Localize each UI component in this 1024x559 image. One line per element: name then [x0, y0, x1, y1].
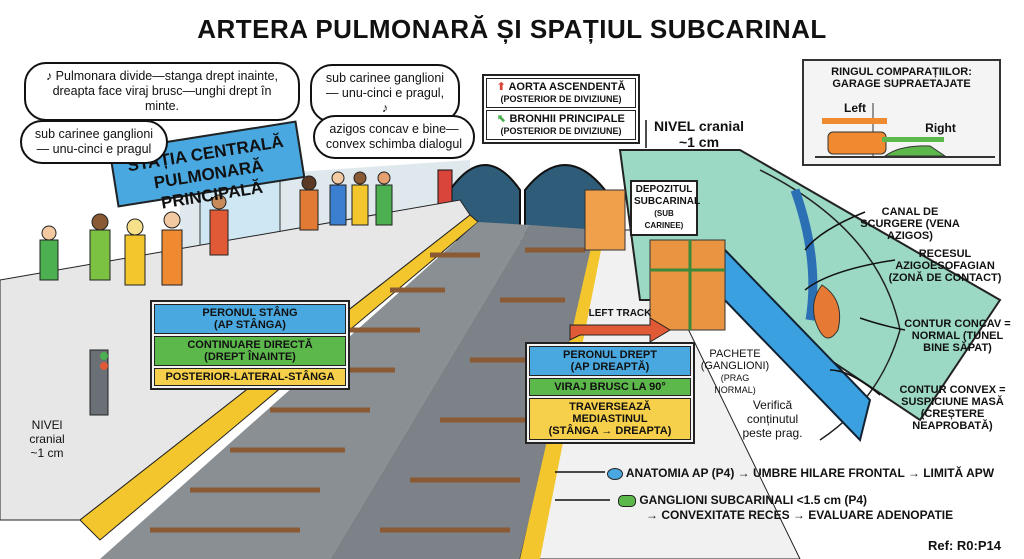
right-sign-r2: VIRAJ BRUSC LA 90° — [529, 378, 691, 396]
right-sign-r3: TRAVERSEAZĂ MEDIASTINUL — [569, 401, 651, 425]
arrow-up-left-icon: ⬉ — [497, 113, 507, 125]
page-title: ARTERA PULMONARĂ ȘI SPAȚIUL SUBCARINAL — [197, 14, 827, 44]
arrow-up-icon: ⬆ — [496, 81, 506, 93]
nivel-cranial-top: NIVEL cranial ~1 cm — [654, 118, 745, 150]
right-sign-r1: PERONUL DREPT — [563, 349, 657, 361]
depozit-label: DEPOZITUL SUBCARINAL (SUB CARINEE) — [630, 180, 701, 236]
label-concav: CONTUR CONCAV = NORMAL (TUNEL BINE SĂPAT… — [904, 318, 1011, 354]
garage-right-label: Right — [925, 121, 956, 135]
boxes — [584, 189, 726, 331]
right-platform-sign: PERONUL DREPT(AP DREAPTĂ) VIRAJ BRUSC LA… — [525, 342, 695, 444]
legend-ganglioni-text: GANGLIONI SUBCARINALI <1.5 cm (P4) — [639, 493, 868, 507]
lymph-node-bulge — [813, 284, 841, 339]
pachete-title: PACHETE — [709, 348, 761, 360]
legend-ap: ANATOMIA AP (P4) → UMBRE HILARE FRONTAL … — [607, 466, 994, 480]
left-sign-r2: CONTINUARE DIRECTĂ — [187, 339, 313, 351]
pachete-sub: (GANGLIONI) — [700, 360, 770, 372]
speech-bubble: ♪ Pulmonara divide—stanga drept inainte,… — [24, 62, 300, 121]
aorta-label: AORTA ASCENDENTĂ — [508, 81, 626, 93]
green-node-icon — [618, 494, 636, 507]
legend-ganglioni-text2: → CONVEXITATE RECES → EVALUARE ADENOPATI… — [646, 508, 954, 522]
reference: Ref: R0:P14 — [928, 538, 1001, 553]
signal-post — [89, 349, 109, 416]
aorta-sub: (POSTERIOR DE DIVIZIUNE) — [500, 94, 622, 104]
left-sign-r1: PERONUL STÂNG — [202, 307, 298, 319]
garage-icon — [802, 59, 1001, 166]
speech-bubble: azigos concav e bine— convex schimba dia… — [313, 115, 475, 159]
overhead-sign: ⬆ AORTA ASCENDENTĂ(POSTERIOR DE DIVIZIUN… — [482, 74, 640, 144]
right-sign-r1b: (AP DREAPTĂ) — [570, 361, 650, 373]
left-sign-r2b: (DREPT ÎNAINTE) — [204, 351, 296, 363]
leader-lines — [555, 120, 906, 501]
pachete-label: PACHETE (GANGLIONI) (PRAG NORMAL) — [700, 348, 770, 396]
garage-left-label: Left — [844, 101, 866, 115]
blue-oval-icon — [607, 467, 623, 480]
right-sign-r3b: (STÂNGA → DREAPTA) — [548, 425, 672, 437]
bronhii-sub: (POSTERIOR DE DIVIZIUNE) — [500, 126, 622, 136]
depozit-title: DEPOZITUL SUBCARINAL — [634, 184, 701, 207]
depozit-sub: (SUB CARINEE) — [644, 209, 684, 230]
left-track-label: LEFT TRACK — [588, 308, 652, 319]
green-tunnel-wall — [618, 149, 1002, 442]
legend-ap-text: ANATOMIA AP (P4) → UMBRE HILARE FRONTAL … — [625, 466, 995, 480]
people — [39, 171, 393, 286]
garage-title: RINGUL COMPARAȚIILOR: GARAGE SUPRAETAJAT… — [831, 66, 972, 90]
label-convex: CONTUR CONVEX = SUSPICIUNE MASĂ (CREȘTER… — [899, 384, 1006, 432]
pachete-prag: (PRAG NORMAL) — [714, 373, 756, 395]
tracks — [100, 222, 600, 559]
verifica-note: Verifică conținutul peste prag. — [742, 398, 803, 440]
bronhii-label: BRONHII PRINCIPALE — [509, 113, 625, 125]
nivel-cranial-left: NIVEl cranial ~1 cm — [29, 418, 65, 460]
left-platform-sign: PERONUL STÂNG(AP STÂNGA) CONTINUARE DIRE… — [150, 300, 350, 390]
left-sign-r1b: (AP STÂNGA) — [214, 319, 286, 331]
speech-bubble: sub carinee ganglioni— unu-cinci e pragu… — [20, 120, 168, 164]
label-canal: CANAL DE SCURGERE (VENA AZIGOS) — [860, 206, 960, 242]
left-track-arrow — [569, 317, 671, 343]
label-recesul: RECESUL AZIGOESOFAGIAN (ZONĂ DE CONTACT) — [888, 248, 1002, 284]
left-sign-r3: POSTERIOR-LATERAL-STÂNGA — [154, 368, 346, 386]
speech-bubble: sub carinee ganglioni— unu-cinci e pragu… — [310, 64, 460, 123]
legend-ganglioni: GANGLIONI SUBCARINALI <1.5 cm (P4) → CON… — [618, 493, 953, 523]
